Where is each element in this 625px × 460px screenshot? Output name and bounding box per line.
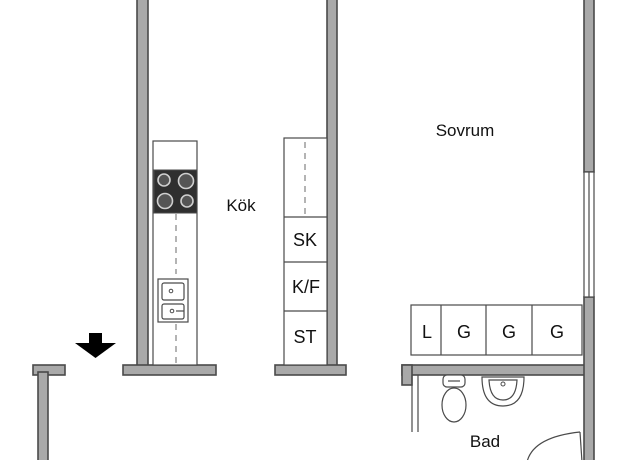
window-right xyxy=(583,171,595,298)
wardrobe-label-g3: G xyxy=(550,322,564,342)
room-label-kok: Kök xyxy=(226,196,256,215)
wall-kitchen-right xyxy=(326,0,338,372)
bath-partitions xyxy=(411,375,419,432)
wall-entrance-post xyxy=(37,371,49,460)
wall-bath-top xyxy=(401,364,593,376)
wall-right-upper xyxy=(583,0,595,173)
room-label-bad: Bad xyxy=(470,432,500,451)
wardrobe-label-l: L xyxy=(422,322,432,342)
toilet-icon xyxy=(441,374,467,423)
wall-kitchen-bottom xyxy=(122,364,217,376)
wall-bath-left xyxy=(401,364,413,386)
wardrobe-label-g1: G xyxy=(457,322,471,342)
wall-kitchen-left xyxy=(136,0,149,372)
wall-right-lower xyxy=(583,296,595,460)
stove-icon xyxy=(153,169,198,214)
sink-icon xyxy=(157,278,189,323)
shower-icon xyxy=(527,431,583,460)
wall-mid-bottom xyxy=(274,364,347,376)
wardrobe-label-g2: G xyxy=(502,322,516,342)
unit-label-kf: K/F xyxy=(292,277,320,297)
unit-label-st: ST xyxy=(293,327,316,347)
unit-label-sk: SK xyxy=(293,230,317,250)
kitchen-counter-right: SK K/F ST xyxy=(283,137,328,366)
washbasin-icon xyxy=(481,376,525,407)
wardrobes: L G G G xyxy=(410,304,583,356)
wall-entrance-left xyxy=(32,364,66,376)
arrow-down-icon xyxy=(75,333,116,358)
kitchen-counter-left xyxy=(152,140,198,366)
room-label-sovrum: Sovrum xyxy=(436,121,495,140)
